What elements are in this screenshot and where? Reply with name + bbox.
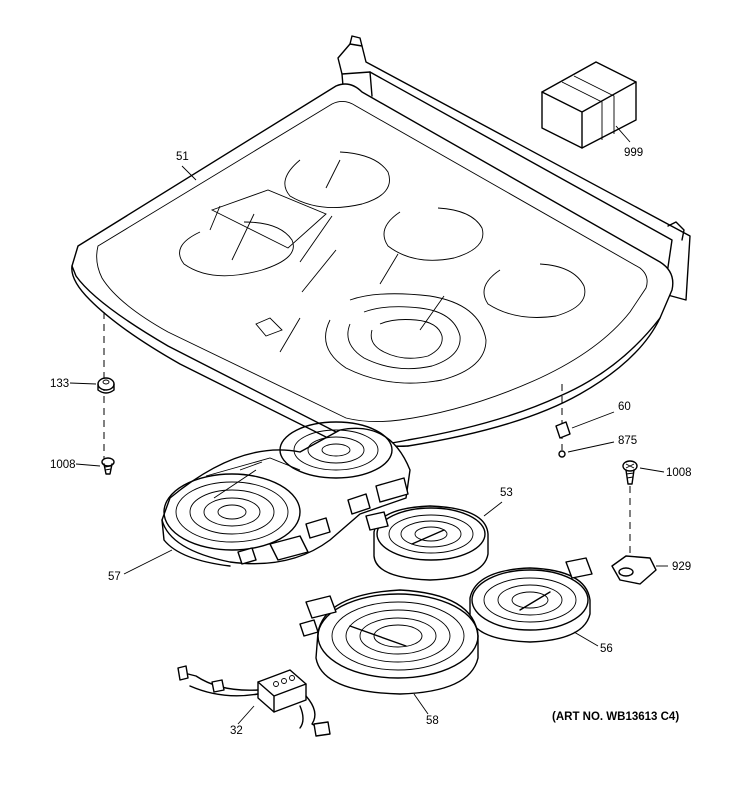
switch-harness-32 [177,665,331,737]
label-929: 929 [672,561,691,573]
element-56 [469,557,593,643]
label-60: 60 [618,401,631,413]
label-133: 133 [50,378,69,390]
label-875: 875 [618,435,637,447]
element-53 [365,505,489,581]
label-56: 56 [600,643,613,655]
label-51: 51 [176,151,189,163]
label-53: 53 [500,487,513,499]
bracket-929 [611,555,657,585]
label-1008-right: 1008 [666,467,692,479]
label-58: 58 [426,715,439,727]
label-57: 57 [108,571,121,583]
label-32: 32 [230,725,243,737]
literature-box [541,61,637,149]
label-999: 999 [624,147,643,159]
dual-element-57 [161,421,411,567]
screw-1008-left [101,457,115,475]
label-1008-left: 1008 [50,459,76,471]
element-58 [299,589,479,695]
cooktop-glass [71,35,691,447]
art-number: (ART NO. WB13613 C4) [552,711,679,723]
rubber-bumper-133 [97,377,115,394]
screw-1008-right [622,460,638,485]
bracket-60 [555,421,571,439]
screw-875 [558,450,566,458]
